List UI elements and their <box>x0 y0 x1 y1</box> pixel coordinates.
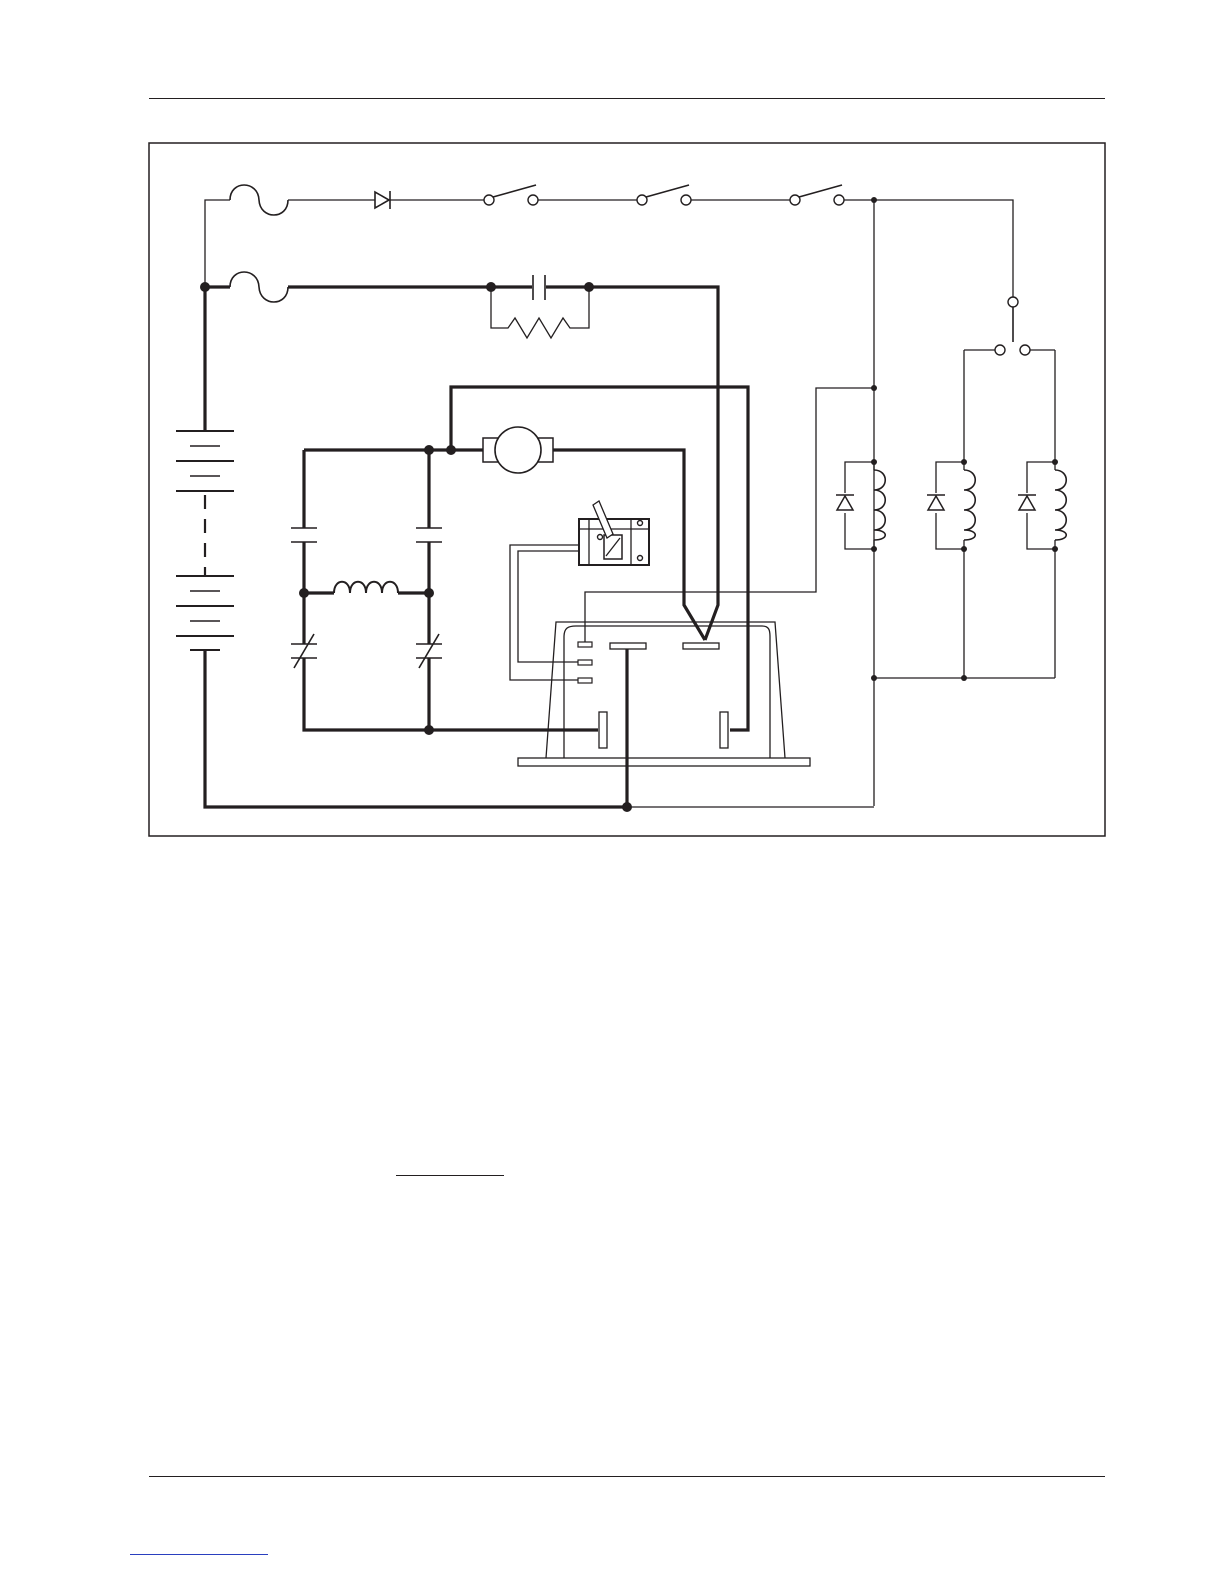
interlock-switch-1-symbol <box>637 185 691 205</box>
motor-symbol <box>483 427 553 473</box>
link-underline <box>396 1175 504 1176</box>
filter-capacitor-left <box>291 528 317 542</box>
contactor-coil-2 <box>927 350 975 678</box>
throttle-symbol <box>579 501 649 565</box>
controller-housing <box>518 622 810 766</box>
direction-switch-symbol <box>964 297 1055 355</box>
keyswitch-symbol <box>484 185 538 205</box>
filter-capacitor-right <box>416 528 442 542</box>
control-fuse-symbol <box>230 185 288 215</box>
keyswitch-feed-wire <box>585 388 874 642</box>
diode-symbol <box>375 191 390 209</box>
contactor-coil-1 <box>836 459 885 552</box>
control-line-wires <box>205 200 1013 806</box>
main-power-line <box>205 287 718 640</box>
footer-link-underline[interactable] <box>130 1554 268 1555</box>
filter-inductor-symbol <box>334 582 398 593</box>
precharge-capacitor-symbol <box>533 275 545 300</box>
controller-terminals <box>578 642 728 748</box>
battery-symbol <box>176 431 234 650</box>
interlock-switch-2-symbol <box>790 185 844 205</box>
footer-rule <box>149 1476 1105 1477</box>
throttle-wires <box>510 545 579 680</box>
precharge-resistor-symbol <box>491 287 589 338</box>
contactor-coil-3 <box>1018 350 1066 678</box>
main-fuse-symbol <box>230 272 288 302</box>
